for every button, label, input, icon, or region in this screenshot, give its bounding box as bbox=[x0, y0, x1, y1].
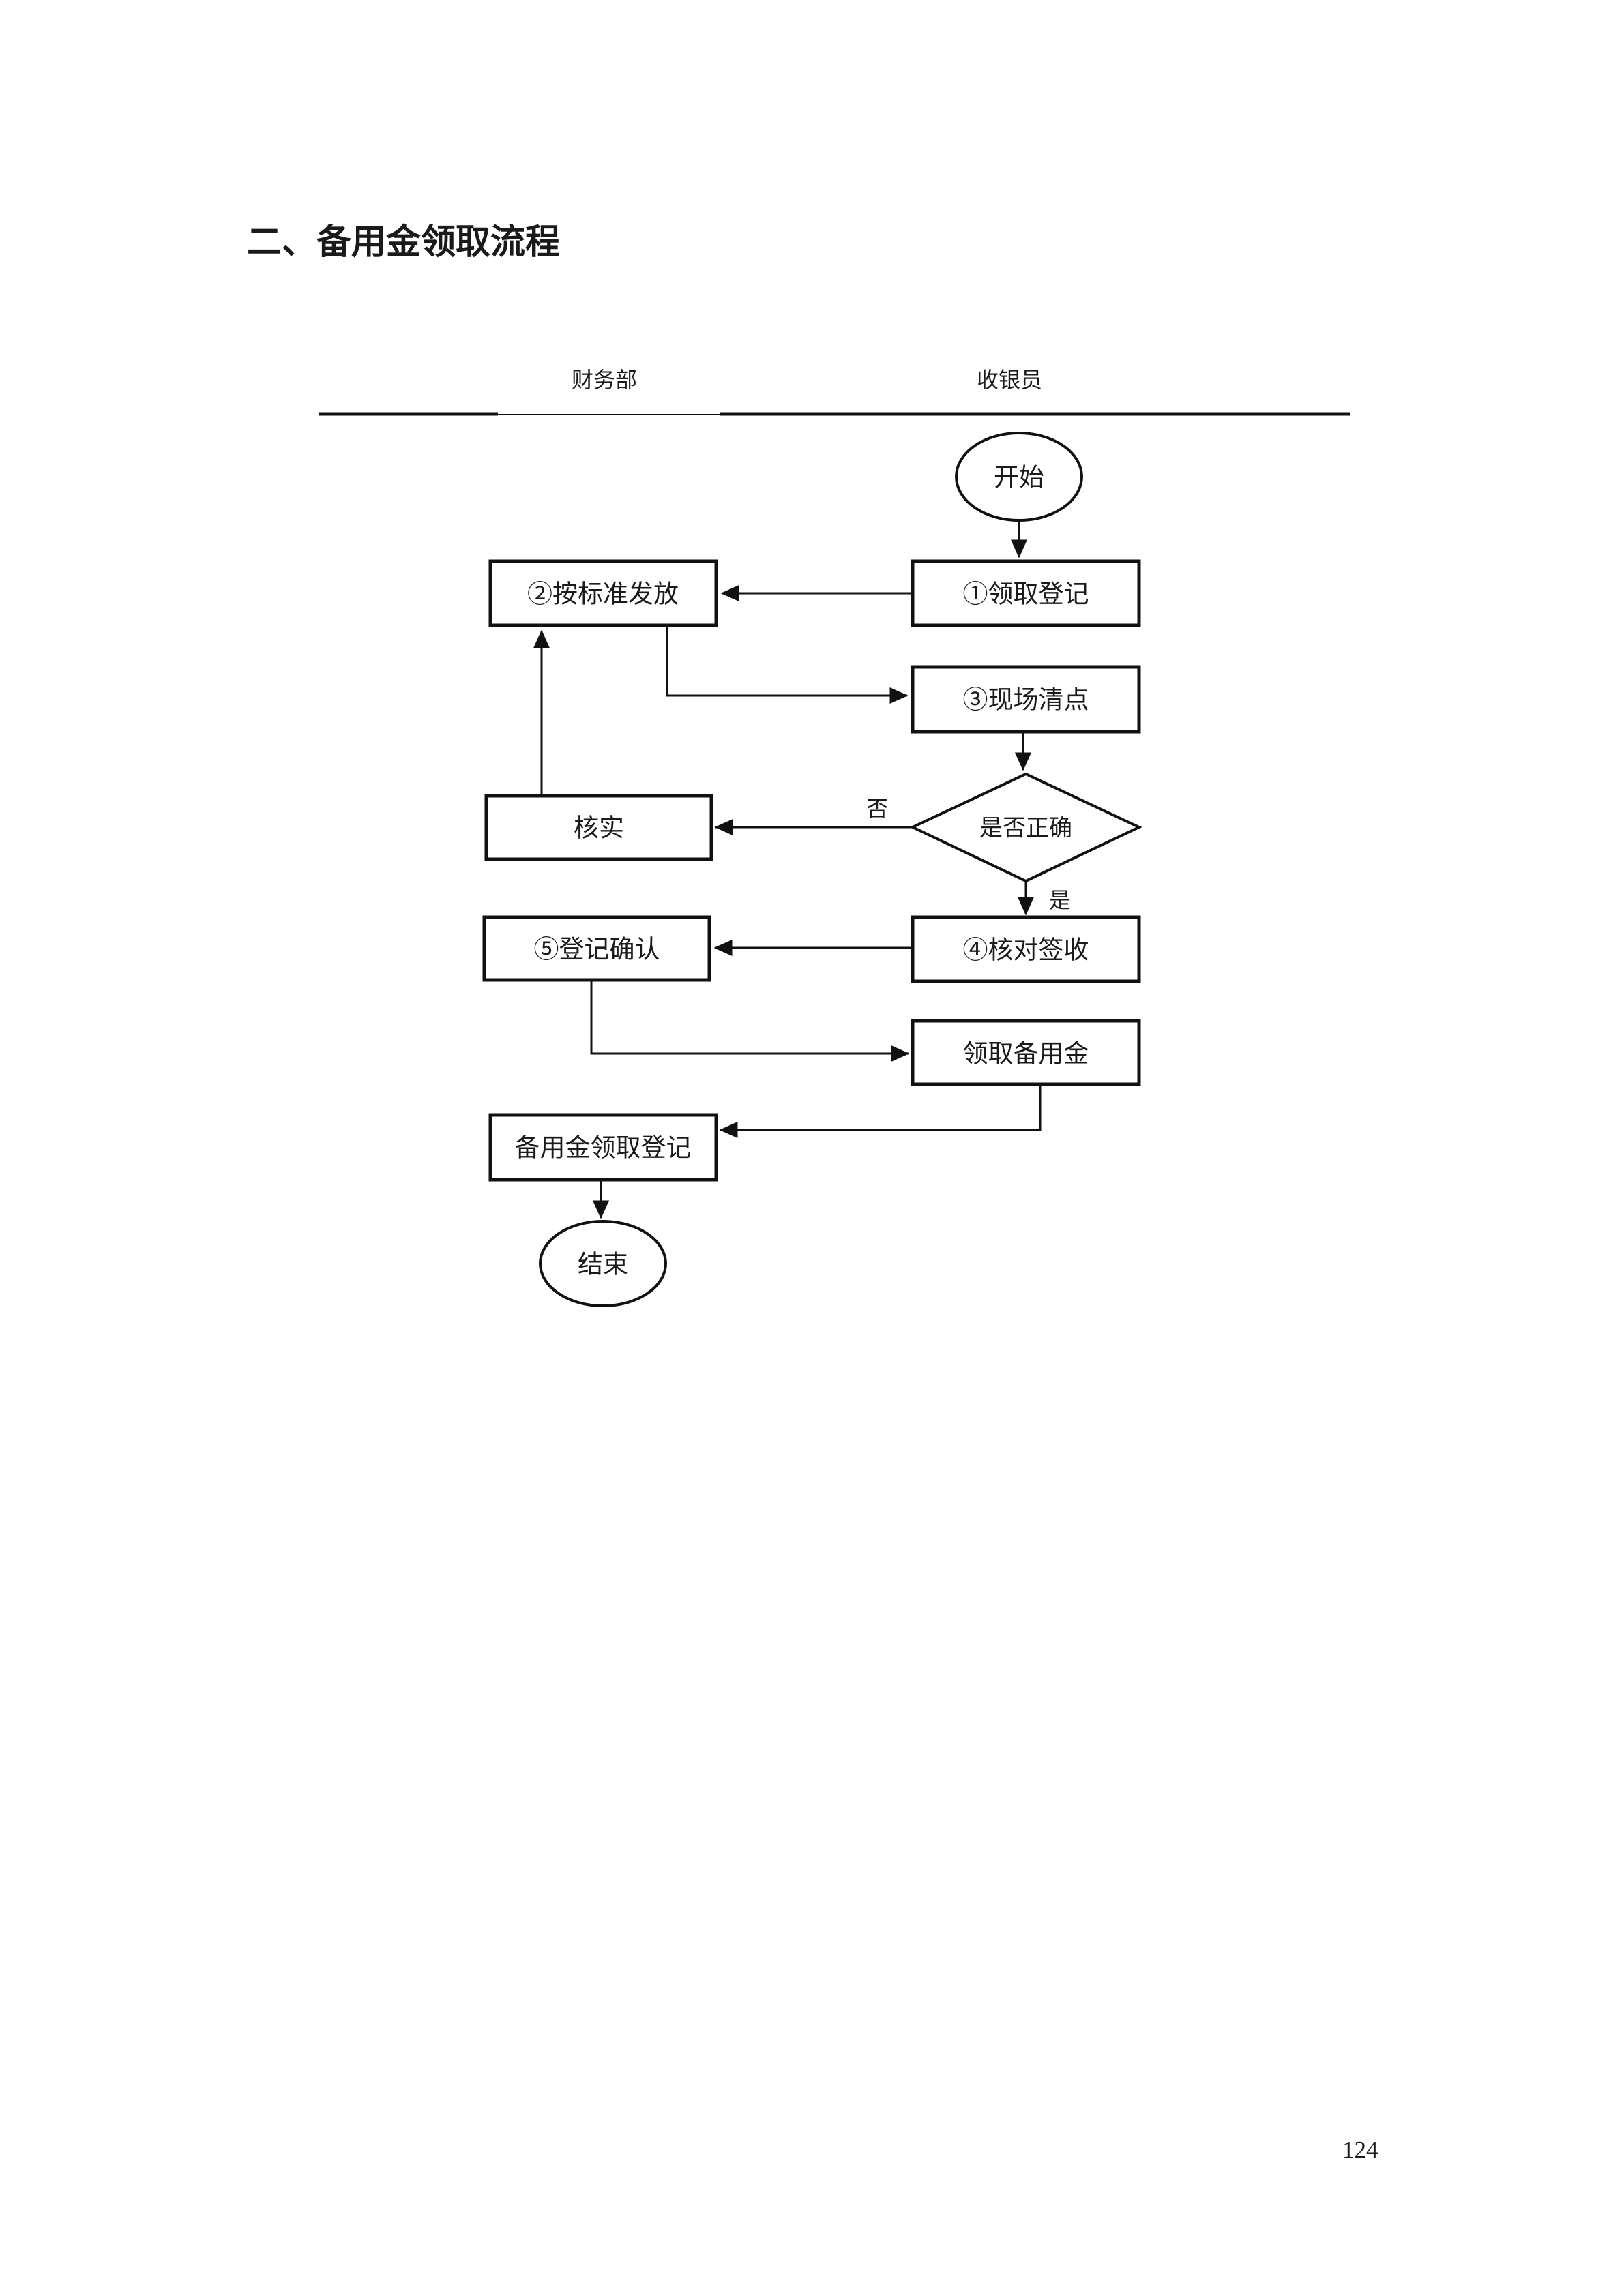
step3-box bbox=[911, 665, 1141, 734]
step2-box bbox=[488, 559, 718, 627]
receive-label: 领取备用金 bbox=[963, 1040, 1089, 1069]
end-label: 结束 bbox=[578, 1251, 628, 1279]
receive-box bbox=[911, 1019, 1141, 1086]
step3-label: ③现场清点 bbox=[963, 686, 1089, 715]
verify-label: 核实 bbox=[574, 814, 624, 843]
edge-label-yes: 是 bbox=[1049, 888, 1071, 912]
step1-label: ①领取登记 bbox=[963, 580, 1089, 609]
step5-box bbox=[482, 915, 711, 982]
connector-receive-to-register bbox=[719, 1084, 1042, 1138]
page-number: 124 bbox=[1342, 2136, 1378, 2163]
step5-label: ⑤登记确认 bbox=[534, 936, 660, 964]
step4-label: ④核对签收 bbox=[963, 936, 1089, 965]
start-label: 开始 bbox=[994, 464, 1044, 492]
start-terminator bbox=[955, 432, 1083, 522]
connector-step5-to-receive bbox=[590, 980, 910, 1062]
section-title: 二、备用金领取流程 bbox=[247, 223, 560, 262]
connector-step2-to-step3 bbox=[666, 625, 909, 704]
step1-box bbox=[911, 559, 1141, 627]
step2-label: ②按标准发放 bbox=[527, 580, 679, 609]
column-header-cashier: 收银员 bbox=[977, 368, 1042, 392]
verify-box bbox=[484, 794, 713, 861]
decision-diamond bbox=[909, 772, 1142, 883]
decision-label: 是否正确 bbox=[979, 816, 1072, 841]
step4-box bbox=[911, 915, 1141, 983]
register-label: 备用金领取登记 bbox=[515, 1134, 692, 1163]
column-header-finance: 财务部 bbox=[572, 368, 637, 392]
end-terminator bbox=[539, 1220, 667, 1307]
edge-label-no: 否 bbox=[866, 796, 888, 821]
register-box bbox=[488, 1113, 718, 1182]
